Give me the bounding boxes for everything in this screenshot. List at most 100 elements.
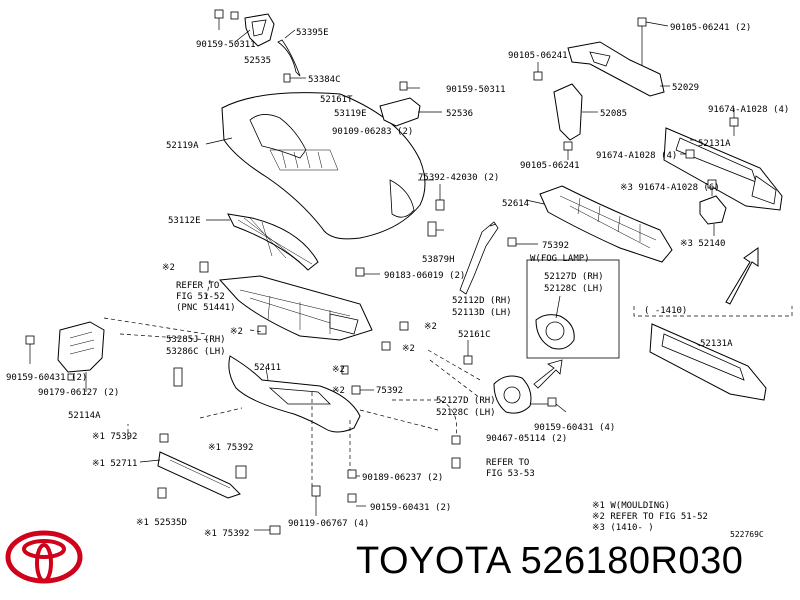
dash-leaders-fog (427, 349, 481, 399)
label-52128C: 52128C (LH) (436, 408, 496, 418)
label-53119E: 53119E (334, 109, 367, 119)
label-90189-06237: 90189-06237 (2) (362, 473, 443, 483)
label-note2-b: ※2 (230, 327, 243, 337)
lower-cover-52411 (228, 355, 361, 433)
label-52131A-right: 52131A (700, 339, 733, 349)
label-91674-A1028-4a: 91674-A1028 (4) (708, 105, 789, 115)
label-refer-51: REFER TO (176, 281, 219, 291)
label-75392-42030: 75392-42030 (2) (418, 173, 499, 183)
underplate-53285J (218, 275, 373, 341)
label-75392-n1a: ※1 75392 (92, 432, 137, 442)
label-90467-05114: 90467-05114 (2) (486, 434, 567, 444)
toyota-logo (5, 530, 83, 584)
label-52411: 52411 (254, 363, 281, 373)
label-90159-60431-4: 90159-60431 (4) (534, 423, 615, 433)
label-note2-d: ※2 (402, 344, 415, 354)
bracket-52536 (379, 97, 442, 127)
label-90105-06241-a: 90105-06241 (508, 51, 568, 61)
label-90179-06127: 90179-06127 (2) (38, 388, 119, 398)
label-52029: 52029 (672, 83, 699, 93)
label-fog-lamp: W(FOG LAMP) (530, 254, 590, 264)
legend-note-1: ※1 W(MOULDING) (592, 501, 670, 511)
label-range-1410: ( -1410) (644, 306, 687, 316)
label-91674-A1028-6: ※3 91674-A1028 (6) (620, 183, 720, 193)
figure-reference-code: 522769C (730, 530, 764, 539)
clip-53384C (283, 73, 306, 83)
label-52085: 52085 (600, 109, 627, 119)
label-90109-06283: 90109-06283 (2) (332, 127, 413, 137)
label-53879H: 53879H (422, 255, 455, 265)
reinforcement-52131A-right (649, 323, 767, 401)
label-75392-n1c: ※1 75392 (204, 529, 249, 539)
legend-note-2: ※2 REFER TO FIG 51-52 (592, 512, 708, 522)
bolts-left-90159 (25, 335, 75, 381)
bolts-91674-top (680, 108, 739, 159)
moulding-53395E (277, 29, 301, 77)
bolt-75392-42030 (418, 179, 445, 211)
label-52614: 52614 (502, 199, 529, 209)
grille-53112E (206, 213, 319, 271)
label-90159-50311-top: 90159-50311 (196, 40, 256, 50)
label-52128C-box: 52128C (LH) (544, 284, 604, 294)
dash-leaders-lower (103, 279, 457, 486)
cover-52127D (493, 359, 563, 414)
label-52112D: 52112D (RH) (452, 296, 512, 306)
label-90159-60431-2: 90159-60431 (2) (6, 373, 87, 383)
bolt-top-left (214, 9, 239, 30)
label-90159-60431-2b: 90159-60431 (2) (370, 503, 451, 513)
label-52119A: 52119A (166, 141, 199, 151)
bracket-52535 (234, 13, 275, 47)
bolt-90183 (355, 267, 380, 277)
moulding-52711 (139, 451, 241, 499)
label-52114A: 52114A (68, 411, 101, 421)
label-75392-right: 75392 (542, 241, 569, 251)
bolt-90105-a (533, 62, 543, 81)
label-90159-50311-mid: 90159-50311 (446, 85, 506, 95)
label-52161T: 52161T (320, 95, 353, 105)
label-53384C: 53384C (308, 75, 341, 85)
moulding-52112D (459, 221, 499, 295)
label-90119-06767: 90119-06767 (4) (288, 519, 369, 529)
label-52161C: 52161C (458, 330, 491, 340)
label-90183-06019: 90183-06019 (2) (384, 271, 465, 281)
reinforcement-52131A-top (663, 127, 783, 211)
bumper-cover-52119A (205, 92, 426, 240)
label-note2-e: ※2 (332, 365, 345, 375)
label-note2-c: ※2 (424, 322, 437, 332)
absorber-52614 (525, 185, 673, 263)
label-fig-53: FIG 53-53 (486, 469, 535, 479)
label-53395E: 53395E (296, 28, 329, 38)
label-52536: 52536 (446, 109, 473, 119)
clip-90159-mid (399, 81, 420, 91)
label-75392-n1b: ※1 75392 (208, 443, 253, 453)
label-53112E: 53112E (168, 216, 201, 226)
bolts-91674-mid (707, 179, 717, 196)
label-note2-f: ※2 (332, 386, 345, 396)
label-note2-a: ※2 (162, 263, 175, 273)
label-52711: ※1 52711 (92, 459, 137, 469)
label-53285J: 53285J (RH) (166, 335, 226, 345)
bracket-52114A (57, 321, 105, 392)
bracket-52029 (567, 41, 670, 97)
label-91674-A1028-4b: 91674-A1028 (4) (596, 151, 677, 161)
clip-75392-right (507, 237, 538, 247)
bolt-90159-60431-4 (547, 397, 567, 413)
label-90105-06241-b: 90105-06241 (520, 161, 580, 171)
brand-part-number: TOYOTA 526180R030 (356, 540, 744, 582)
legend-note-3: ※3 (1410- ) (592, 523, 654, 533)
label-53286C: 53286C (LH) (166, 347, 226, 357)
arrow-up-right (725, 247, 759, 305)
bracket-52085 (553, 83, 598, 141)
clip-53879H (427, 221, 444, 237)
label-52127D-box: 52127D (RH) (544, 272, 604, 282)
label-75392-mid: 75392 (376, 386, 403, 396)
label-52140: ※3 52140 (680, 239, 725, 249)
label-refer-53: REFER TO (486, 458, 529, 468)
label-52535D: ※1 52535D (136, 518, 187, 528)
label-52131A-top: 52131A (698, 139, 731, 149)
label-52127D: 52127D (RH) (436, 396, 496, 406)
bracket-52140 (699, 195, 727, 236)
clips-bottom (157, 261, 461, 535)
bolt-90105-b (563, 141, 573, 160)
